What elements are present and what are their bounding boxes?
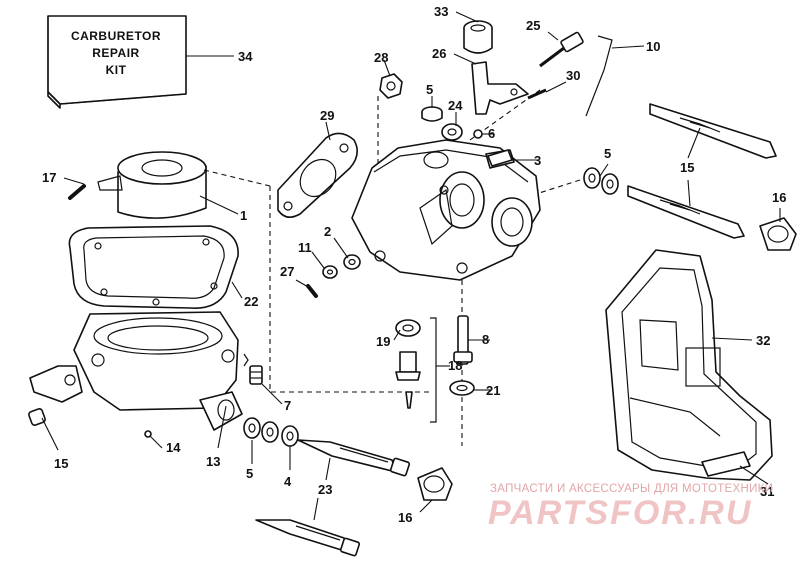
assembly-guide-lines [203,89,581,446]
callout-22: 22 [244,294,258,309]
link-rod-10-part [585,35,613,117]
callout-30: 28 [374,50,388,65]
washer-2-part [343,254,361,270]
callout-leaders [41,11,781,521]
washer-11-part [322,265,338,279]
gasket-strip-32-part [701,451,751,477]
kit-label-line-3: KIT [106,63,127,77]
jet-9-part [453,315,473,365]
kit-label-line-1: CARBURETOR [71,29,161,43]
float-part [97,151,207,219]
callout-5-right: 5 [604,146,611,161]
callout-10: 10 [646,39,660,54]
callout-29: 27 [280,264,294,279]
washer-24-part [441,123,463,141]
screw-25-part [539,31,584,68]
seat-18-part [395,317,437,423]
cap-27-part [463,20,493,54]
repair-kit-box: CARBURETOR REPAIR KIT [47,15,187,109]
site-watermark: ЗАПЧАСТИ И АКСЕССУАРЫ ДЛЯ МОТОТЕХНИКИ PA… [488,483,773,532]
callout-9: 8 [482,332,489,347]
float-bowl-part [29,311,243,431]
plug-6-part [421,106,443,122]
bowl-screws-part [243,353,263,385]
callout-12: 13 [206,454,220,469]
carburetor-body-part [351,139,541,281]
callout-labels: 34 1 22 17 13 15 14 7 5 4 23 16 19 18 8 … [42,4,786,525]
callout-23: 23 [318,482,332,497]
callout-16-upper: 16 [772,190,786,205]
callout-14: 15 [54,456,68,471]
needle-15-lower-part [627,185,745,239]
callout-18: 18 [448,358,462,373]
callout-28: 30 [566,68,580,83]
ball-8-part [473,129,483,139]
callout-13: 14 [166,440,181,455]
nut-part [379,73,403,99]
callout-24: 24 [448,98,463,113]
packing-washers-part [243,417,299,447]
callout-2: 2 [324,224,331,239]
callout-26: 26 [432,46,446,61]
callout-7: 7 [284,398,291,413]
plug-16-upper-part [759,217,797,251]
callout-16-lower: 16 [398,510,412,525]
screw-28-part [527,88,547,100]
watermark-tagline: ЗАПЧАСТИ И АКСЕССУАРЫ ДЛЯ МОТОТЕХНИКИ [490,483,773,495]
callout-11: 11 [298,240,312,255]
washers-5-right-part [583,167,619,195]
callout-33: 32 [756,333,770,348]
callout-4: 3 [534,153,541,168]
watermark-brand: PARTSFOR.RU [488,494,752,532]
callout-31: 29 [320,108,334,123]
callout-34: 34 [238,49,253,64]
callout-32: 31 [760,484,774,499]
washer-19-part [395,319,421,337]
callout-15-upper: 15 [680,160,694,175]
float-pin-part [68,184,86,200]
flange-gasket-part [277,132,358,218]
check-ball-part [144,430,152,438]
callout-25: 25 [526,18,540,33]
callout-8: 6 [488,126,495,141]
bowl-gasket-part [68,225,239,309]
needle-valve-upper-part [255,519,361,557]
callout-19: 19 [376,334,390,349]
plug-part [28,408,46,426]
callout-21: 21 [486,383,500,398]
needle-valve-lower-part [297,439,411,477]
callout-6: 5 [426,82,433,97]
kit-label-line-2: REPAIR [92,46,139,60]
silencer-cover-part [605,249,773,481]
callout-27: 33 [434,4,448,19]
needle-15-upper-part [649,103,777,159]
lever-26-part [471,61,529,115]
washer-21-part [449,380,475,396]
callout-17: 17 [42,170,56,185]
callout-1: 1 [240,208,247,223]
plug-lower-part [417,467,453,501]
callout-3: 4 [284,474,292,489]
callout-5-left: 5 [246,466,253,481]
